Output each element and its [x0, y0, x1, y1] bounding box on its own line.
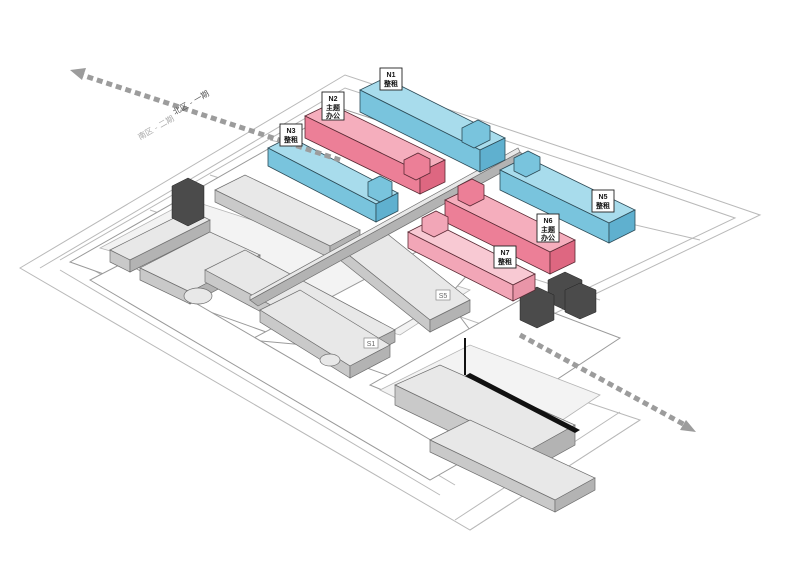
south-path — [518, 332, 687, 428]
north-path — [81, 72, 341, 163]
label-n5: N5 整租 — [591, 189, 615, 213]
marker-stick — [464, 338, 466, 375]
label-n3-use: 整租 — [283, 135, 298, 144]
label-n2-use: 主题办公 — [326, 103, 341, 120]
label-n1: N1 整租 — [379, 67, 403, 91]
marker-s5-label: S5 — [439, 293, 448, 300]
label-n7-id: N7 — [501, 250, 510, 257]
label-n6-use: 主题办公 — [541, 225, 556, 242]
building-n2 — [304, 103, 446, 195]
label-n3-id: N3 — [287, 128, 296, 135]
label-n2-id: N2 — [329, 96, 338, 103]
building-n7 — [407, 210, 536, 302]
label-n7: N7 整租 — [493, 245, 517, 269]
zone-label-north: 北区 - 一期 — [172, 89, 211, 117]
marker-s1-label: S1 — [367, 341, 376, 348]
label-n3: N3 整租 — [279, 123, 303, 147]
north-path-arrowhead — [70, 68, 86, 80]
building-n1 — [359, 77, 506, 173]
south-path-arrowhead — [680, 420, 696, 432]
label-n1-use: 整租 — [383, 79, 398, 88]
canopy-bar — [465, 373, 580, 433]
label-n6: N6 主题办公 — [536, 213, 560, 243]
zone-label-south: 南区 - 二期 — [136, 113, 176, 142]
label-n5-id: N5 — [599, 194, 608, 201]
label-n1-id: N1 — [387, 72, 396, 79]
label-n6-id: N6 — [544, 218, 553, 225]
label-n5-use: 整租 — [595, 201, 610, 210]
marker-s1: S1 — [363, 337, 379, 349]
buildings-pink — [304, 103, 576, 302]
marker-s5: S5 — [435, 289, 451, 301]
label-n2: N2 主题办公 — [321, 91, 345, 121]
building-n3 — [267, 136, 399, 223]
label-n7-use: 整租 — [497, 257, 512, 266]
